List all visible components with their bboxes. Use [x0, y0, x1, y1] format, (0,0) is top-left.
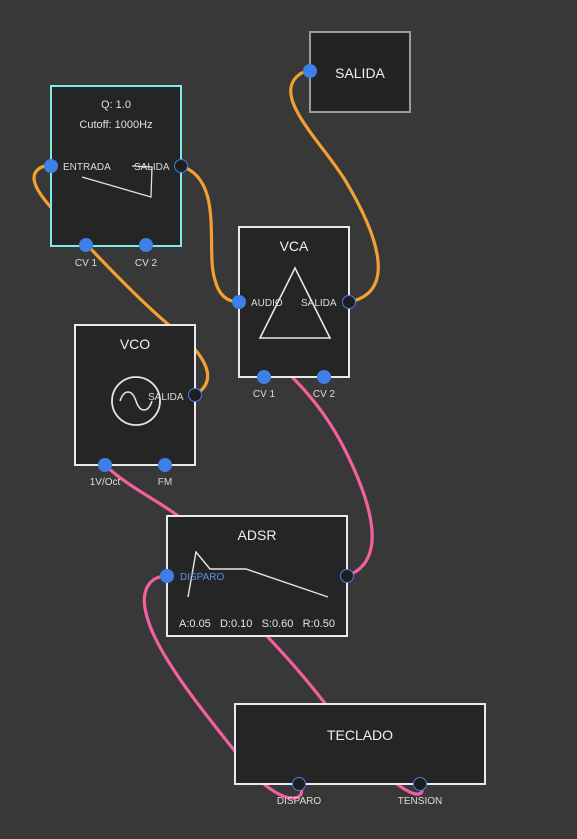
envelope-icon: [187, 550, 329, 598]
vca-cv2-label: CV 2: [312, 389, 336, 400]
module-title: ADSR: [237, 527, 277, 543]
filter-cv1-label: CV 1: [74, 258, 98, 269]
adsr-trigger-label: DISPARO: [180, 572, 225, 583]
module-title: TECLADO: [326, 727, 394, 743]
vca-input-label: AUDIO: [251, 298, 283, 309]
module-title: SALIDA: [335, 65, 385, 81]
filter-output-port[interactable]: [174, 159, 188, 173]
teclado-trigger-port[interactable]: [292, 777, 306, 791]
adsr-decay: D:0.10: [219, 618, 253, 630]
module-teclado[interactable]: TECLADO: [234, 703, 486, 785]
filter-input-port[interactable]: [44, 159, 58, 173]
module-vco[interactable]: VCO SALIDA: [74, 324, 196, 466]
adsr-trigger-port[interactable]: [160, 569, 174, 583]
vca-audio-input-port[interactable]: [232, 295, 246, 309]
module-vca[interactable]: VCA AUDIO SALIDA: [238, 226, 350, 378]
filter-output-label: SALIDA: [134, 162, 170, 173]
filter-cv2-label: CV 2: [134, 258, 158, 269]
vco-voct-label: 1V/Oct: [89, 477, 121, 488]
filter-input-label: ENTRADA: [63, 162, 111, 173]
filter-cutoff-value: Cutoff: 1000Hz: [79, 119, 153, 131]
adsr-attack: A:0.05: [179, 618, 211, 630]
vca-output-label: SALIDA: [301, 298, 337, 309]
module-title: VCA: [279, 238, 309, 254]
teclado-tension-port[interactable]: [413, 777, 427, 791]
teclado-trigger-label: DISPARO: [276, 796, 322, 807]
adsr-release: R:0.50: [302, 618, 335, 630]
cable-adsr-to-vca-cv[interactable]: [291, 376, 374, 578]
vco-fm-label: FM: [157, 477, 173, 488]
vco-output-label: SALIDA: [148, 392, 184, 403]
vca-cv2-port[interactable]: [317, 370, 331, 384]
cable-tension-to-vco-voct[interactable]: [103, 463, 180, 518]
vco-voct-port[interactable]: [98, 458, 112, 472]
adsr-parameters: A:0.05 D:0.10 S:0.60 R:0.50: [168, 618, 346, 630]
triangle-amp-icon: [258, 266, 332, 339]
vco-fm-port[interactable]: [158, 458, 172, 472]
adsr-output-port[interactable]: [340, 569, 354, 583]
module-adsr[interactable]: ADSR DISPARO A:0.05 D:0.10 S:0.60 R:0.50: [166, 515, 348, 637]
module-filter[interactable]: Q: 1.0 Cutoff: 1000Hz ENTRADA SALIDA: [50, 85, 182, 247]
filter-cv1-port[interactable]: [79, 238, 93, 252]
salida-input-port[interactable]: [303, 64, 317, 78]
vca-cv1-label: CV 1: [252, 389, 276, 400]
sine-wave-icon: [111, 376, 161, 426]
teclado-tension-label: TENSION: [397, 796, 443, 807]
cable-teclado-to-adsr[interactable]: [142, 574, 304, 800]
filter-cv2-port[interactable]: [139, 238, 153, 252]
module-title: VCO: [119, 336, 151, 352]
vco-output-port[interactable]: [188, 388, 202, 402]
cable-filter-to-vca[interactable]: [179, 164, 241, 304]
vca-cv1-port[interactable]: [257, 370, 271, 384]
module-salida[interactable]: SALIDA: [309, 31, 411, 113]
lowpass-curve-icon: [81, 165, 153, 198]
filter-q-value: Q: 1.0: [101, 99, 131, 111]
adsr-sustain: S:0.60: [261, 618, 294, 630]
vca-output-port[interactable]: [342, 295, 356, 309]
